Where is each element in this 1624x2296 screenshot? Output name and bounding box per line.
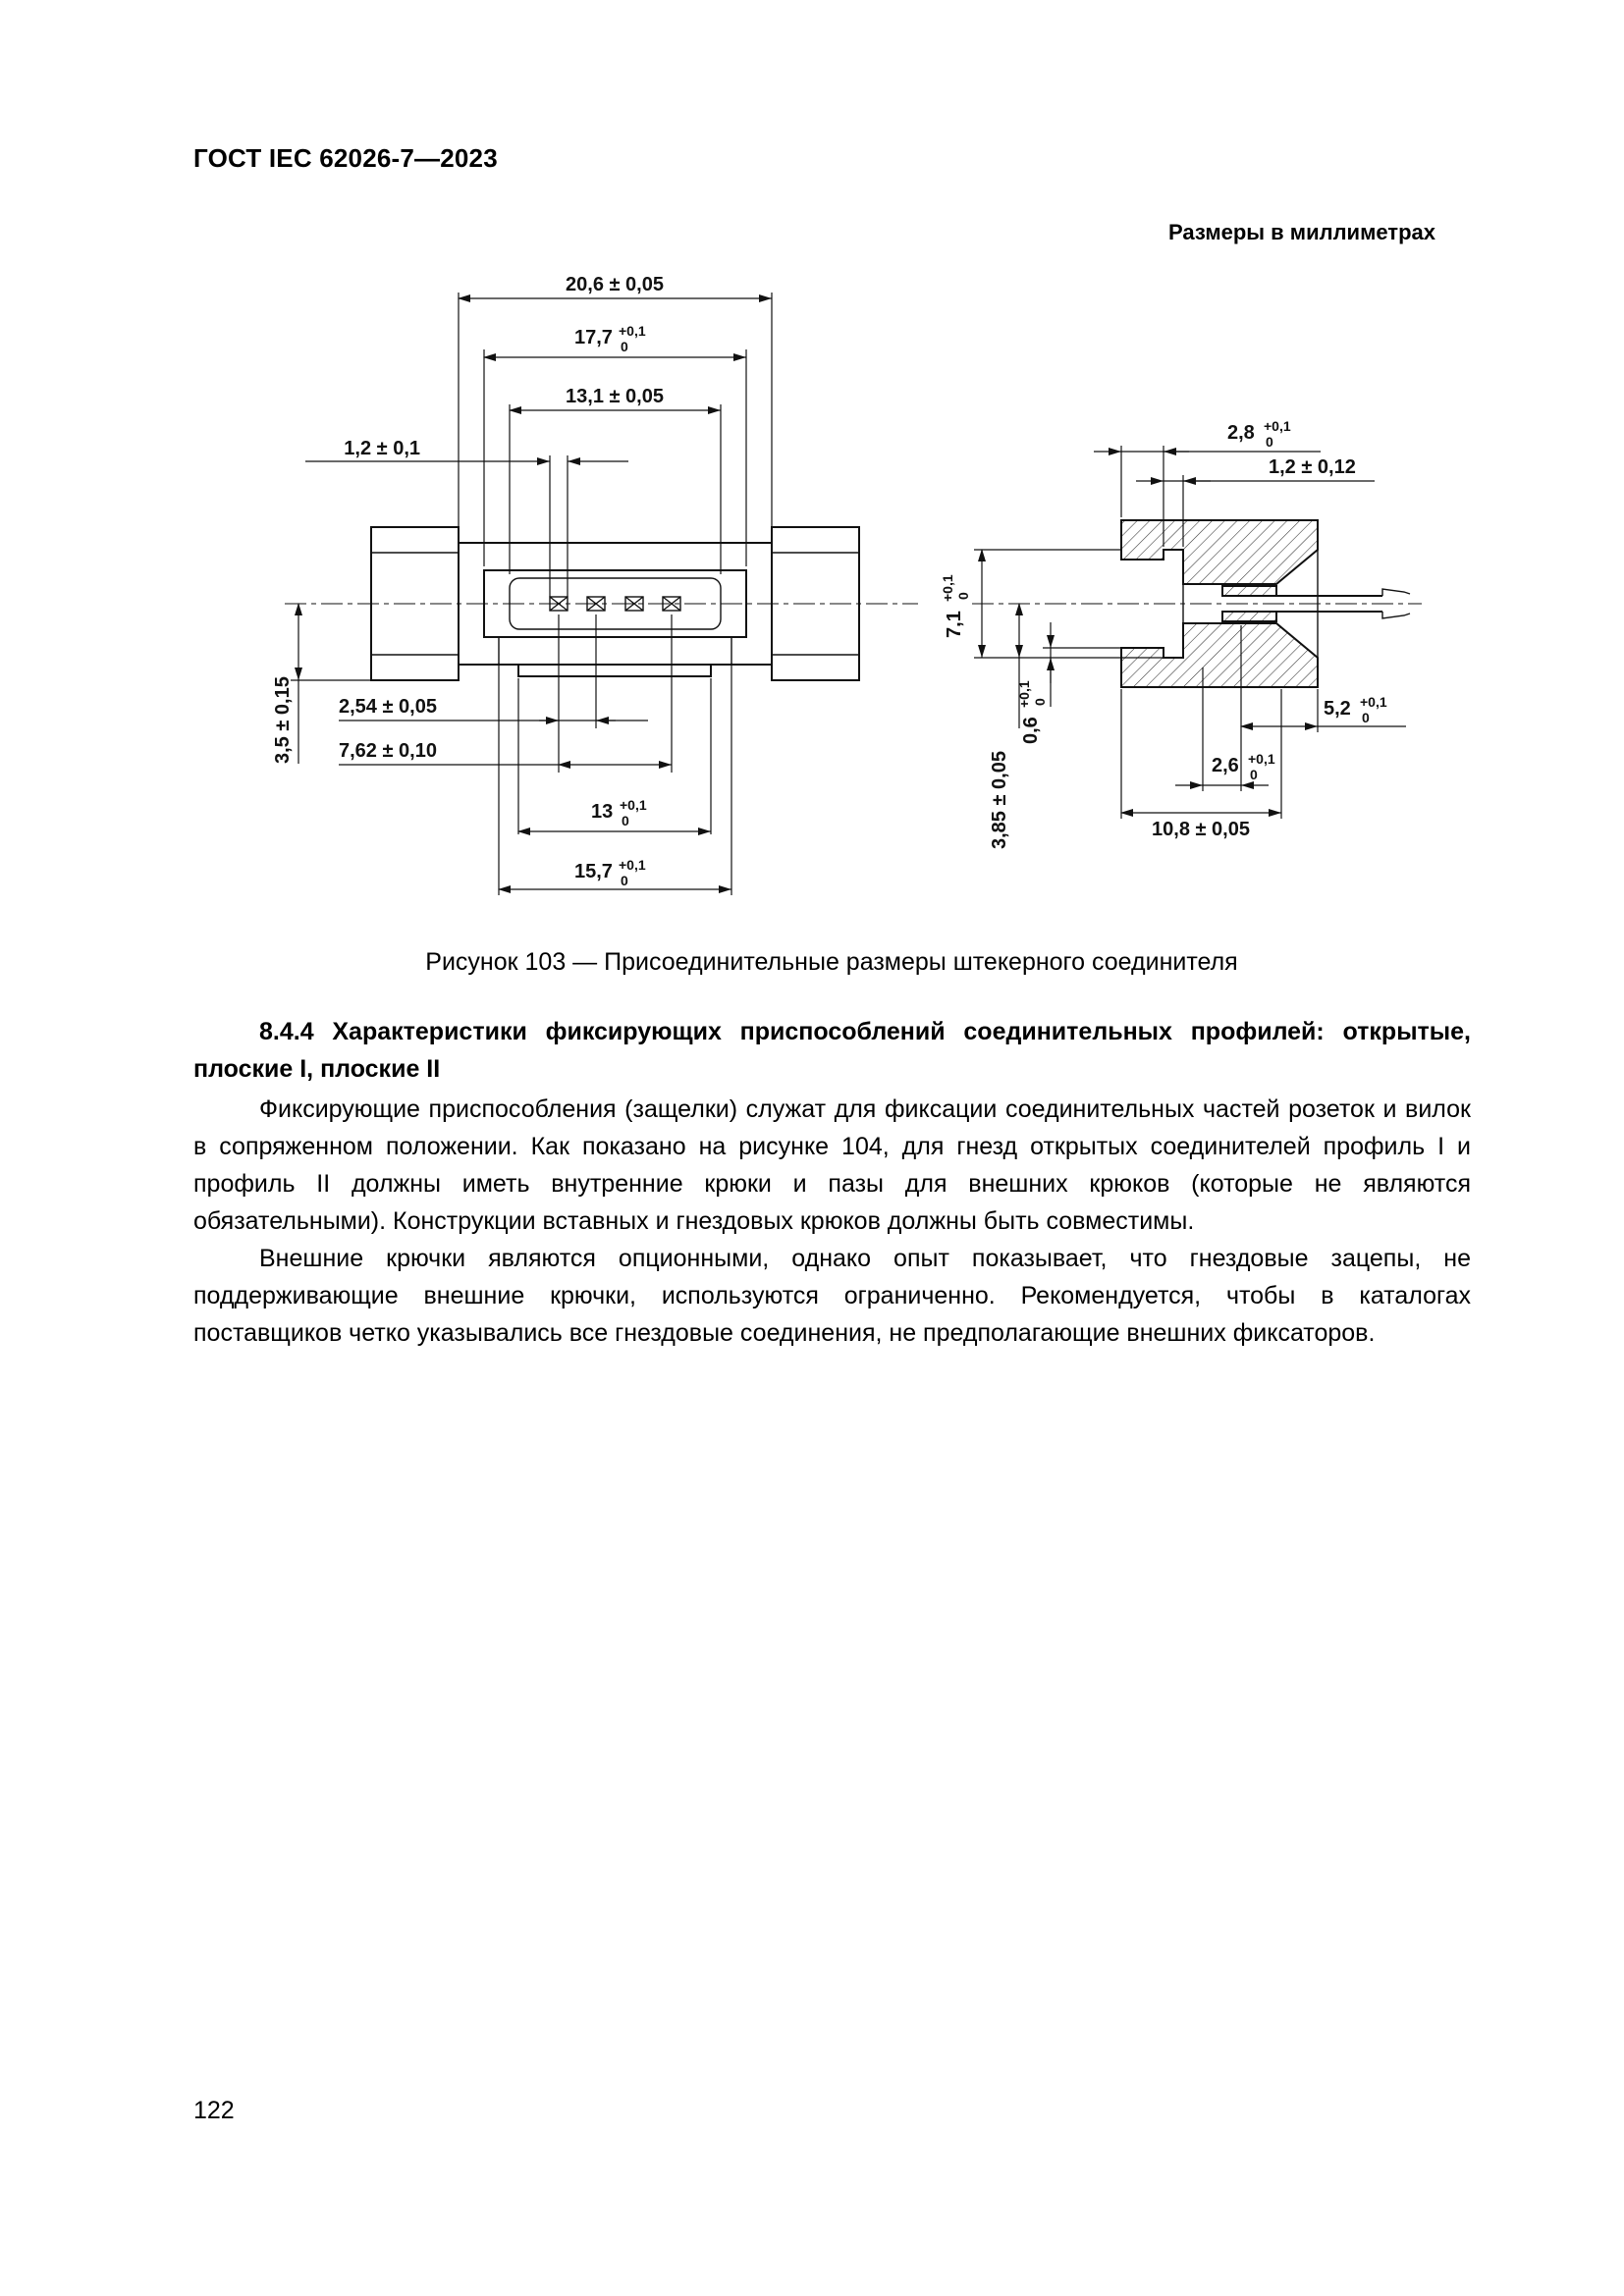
dim-15-7-value: 15,7: [574, 861, 613, 882]
dim-20-6-value: 20,6 ± 0,05: [566, 274, 664, 295]
contact-pin-fork: [1237, 588, 1411, 619]
dim-13-sub: 0: [622, 813, 629, 828]
dim-13-value: 13: [591, 801, 613, 823]
section-heading: 8.4.4 Характеристики фиксирующих приспос…: [193, 1018, 1471, 1083]
dim-13-sup: +0,1: [620, 797, 647, 813]
dim-7-1-sup: +0,1: [940, 574, 955, 602]
dim-2-6-sup: +0,1: [1248, 751, 1275, 767]
section-paragraph-2: Внешние крючки являются опционными, одна…: [193, 1245, 1471, 1347]
dim-10-8-value: 10,8 ± 0,05: [1152, 819, 1250, 840]
plug-side-section-view: [972, 519, 1422, 688]
dim-17-7-sub: 0: [621, 339, 628, 354]
plug-front-view: [285, 526, 918, 681]
units-note: Размеры в миллиметрах: [1168, 220, 1435, 244]
section-paragraph-1: Фиксирующие приспособления (защелки) слу…: [193, 1095, 1471, 1235]
contact-3: [624, 596, 644, 612]
dim-1-2b-value: 1,2 ± 0,12: [1269, 456, 1356, 478]
document-header: ГОСТ IEC 62026-7—2023: [193, 143, 498, 173]
dim-2-8-sub: 0: [1266, 434, 1273, 450]
dim-7-1-sub: 0: [955, 592, 971, 600]
dim-0-6-sub: 0: [1032, 698, 1048, 706]
page-number: 122: [193, 2097, 235, 2124]
pin-mount-lower: [1221, 611, 1277, 622]
dim-2-8-value: 2,8: [1227, 422, 1255, 444]
dim-2-6-sub: 0: [1250, 767, 1258, 782]
figure-103-drawing: 20,6 ± 0,05 17,7 +0,1 0 13,1 ± 0,05 1,2 …: [272, 274, 1422, 895]
figure-caption: Рисунок 103 — Присоединительные размеры …: [425, 948, 1238, 976]
dim-2-8-sup: +0,1: [1264, 418, 1291, 434]
dim-2-6-value: 2,6: [1212, 755, 1239, 776]
dim-7-1-value: 7,1: [944, 611, 965, 638]
dim-0-6-sup: +0,1: [1016, 680, 1032, 708]
section-8-4-4: 8.4.4 Характеристики фиксирующих приспос…: [193, 1013, 1471, 1352]
dim-5-2-sup: +0,1: [1360, 694, 1387, 710]
dim-3-85-value: 3,85 ± 0,05: [989, 751, 1010, 849]
dim-7-62-value: 7,62 ± 0,10: [339, 740, 437, 762]
front-view-dimensions: 20,6 ± 0,05 17,7 +0,1 0 13,1 ± 0,05 1,2 …: [272, 274, 773, 895]
dim-5-2-sub: 0: [1362, 710, 1370, 725]
contact-4: [662, 596, 681, 612]
contact-2: [586, 596, 606, 612]
contact-1: [549, 596, 568, 612]
dim-13-1-value: 13,1 ± 0,05: [566, 386, 664, 407]
dim-3-5-value: 3,5 ± 0,15: [272, 676, 294, 764]
dim-1-2-value: 1,2 ± 0,1: [344, 438, 420, 459]
pin-mount-upper: [1221, 585, 1277, 597]
dim-2-54-value: 2,54 ± 0,05: [339, 696, 437, 718]
dim-0-6-value: 0,6: [1020, 717, 1042, 744]
dim-17-7-sup: +0,1: [619, 323, 646, 339]
dim-15-7-sub: 0: [621, 873, 628, 888]
dim-15-7-sup: +0,1: [619, 857, 646, 873]
side-view-dimensions: 2,8 +0,1 0 1,2 ± 0,12 7,1 +0,1 0: [940, 418, 1406, 849]
dim-5-2-value: 5,2: [1324, 698, 1351, 720]
dim-17-7-value: 17,7: [574, 327, 613, 348]
